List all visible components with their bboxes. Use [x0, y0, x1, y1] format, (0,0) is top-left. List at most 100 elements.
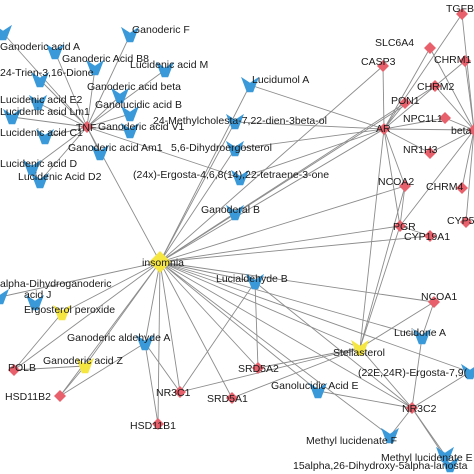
edge-ncoa2-insomnia [159, 185, 406, 263]
label-chrm2: CHRM2 [417, 81, 454, 93]
node-nr3c2[interactable] [406, 402, 418, 414]
edge-lac1-tnf [44, 126, 88, 138]
node-gav1[interactable] [121, 122, 139, 139]
edge-lucidumol-ar [249, 84, 385, 130]
node-srd5a1[interactable] [226, 392, 238, 404]
node-stellasterol[interactable] [351, 339, 369, 356]
node-lalm1[interactable] [3, 108, 21, 125]
edge-stellasterol-ncoa1 [359, 301, 435, 349]
label-pgr: PGR [393, 221, 416, 233]
node-lucialdehyde[interactable] [246, 273, 264, 290]
node-tnf[interactable] [81, 121, 93, 133]
node-glab[interactable] [121, 105, 139, 122]
node-ergoperox[interactable] [53, 304, 71, 321]
node-gald[interactable] [136, 334, 154, 351]
node-insomnia[interactable] [149, 251, 171, 273]
node-methyl24[interactable] [226, 113, 244, 130]
node-nr1h3[interactable] [424, 147, 436, 159]
node-casp3[interactable] [377, 60, 389, 72]
edge-ar-beta [383, 128, 474, 131]
node-polb[interactable] [8, 364, 20, 376]
node-chrm4[interactable] [456, 182, 468, 194]
node-gabeta[interactable] [111, 87, 129, 104]
node-beta[interactable] [468, 124, 474, 136]
node-chrm1[interactable] [459, 55, 471, 67]
node-ncoa2[interactable] [399, 180, 411, 192]
edge-pgr-beta [399, 129, 474, 227]
node-srd5a2[interactable] [252, 362, 264, 374]
node-tgfb[interactable] [456, 8, 468, 20]
edge-glab-tnf [86, 113, 131, 128]
edge-pgr-insomnia [159, 225, 401, 263]
label-dihydro: 5,6-Dihydroergosterol [171, 142, 272, 154]
node-mle[interactable] [436, 446, 454, 463]
edge-gald-hsd11b1 [144, 342, 159, 425]
label-srd5a2: SRD5A2 [238, 363, 279, 375]
edge-lae2-tnf [37, 102, 88, 128]
label-chrm1: CHRM1 [434, 54, 471, 66]
node-alphadihydro[interactable] [0, 288, 9, 305]
edge-lalm1-tnf [11, 116, 88, 128]
node-hsd11b2[interactable] [54, 390, 66, 402]
node-ncoa1[interactable] [428, 296, 440, 308]
edge-gav1-tnf [86, 126, 131, 132]
label-methyl24: 24-Methylcholesta-7,22-dien-3beta-ol [153, 115, 327, 127]
node-lac1[interactable] [36, 128, 54, 145]
node-gaam1[interactable] [91, 144, 109, 161]
node-hsd11b1[interactable] [152, 418, 164, 430]
node-cyp19a1[interactable] [424, 230, 436, 242]
edge-trien-tnf [39, 79, 88, 128]
label-trien: 24-Trien-3,16-Dione [0, 67, 94, 79]
node-lucidonea[interactable] [413, 328, 431, 345]
edge-ar-tgfb [383, 13, 463, 130]
node-dihydro[interactable] [226, 140, 244, 157]
edge-cyp5-beta [465, 129, 474, 223]
node-acidj[interactable] [26, 294, 44, 311]
edge-gab8-tnf [86, 67, 96, 128]
edge-ar-insomnia [159, 128, 385, 263]
node-pgr[interactable] [394, 220, 406, 232]
node-glae[interactable] [309, 382, 327, 399]
node-slc6a4[interactable] [424, 42, 436, 54]
node-ganoderalb[interactable] [226, 204, 244, 221]
edge-nr3c2-insomnia [159, 261, 413, 409]
edge-ar-chrm1 [383, 60, 466, 130]
label-lucidonea: Lucidone A [394, 327, 446, 339]
node-chrm2[interactable] [429, 80, 441, 92]
node-gda[interactable] [46, 43, 64, 60]
node-npc1l1[interactable] [439, 112, 451, 124]
node-nr3c1[interactable] [174, 386, 186, 398]
node-mlf[interactable] [381, 427, 399, 444]
label-gabeta: Ganoderic acid beta [87, 81, 181, 93]
node-gaf[interactable] [121, 26, 139, 43]
node-gab8[interactable] [86, 59, 104, 76]
node-lam[interactable] [156, 61, 174, 78]
edge-chrm4-beta [461, 129, 474, 189]
label-lae2: Lucidenic acid E2 [0, 94, 82, 106]
node-cyp5[interactable] [460, 216, 472, 228]
label-mlf: Methyl lucidenate F [306, 435, 397, 447]
edge-lucialdehyde-nr3c1 [179, 281, 256, 393]
node-pon1[interactable] [399, 97, 411, 109]
edge-lucidumol-insomnia [159, 84, 251, 263]
edge-tgfb-beta [461, 13, 474, 131]
node-lad2[interactable] [31, 172, 49, 189]
node-gaz[interactable] [76, 357, 94, 374]
label-gaf: Ganoderic F [132, 24, 190, 36]
label-lad2: Lucidenic Acid D2 [18, 171, 102, 183]
node-ar[interactable] [378, 123, 390, 135]
node-lae2[interactable] [29, 94, 47, 111]
node-alpha26[interactable] [441, 456, 459, 473]
node-trien[interactable] [31, 71, 49, 88]
label-gaz: Ganoderic acid Z [43, 355, 124, 367]
node-w1[interactable] [0, 24, 12, 41]
node-lucidumol[interactable] [241, 76, 259, 93]
node-lad[interactable] [23, 159, 41, 176]
edge-hsd11b2-insomnia [59, 261, 161, 397]
node-ergosta[interactable] [231, 169, 249, 186]
node-ergosta2[interactable] [461, 363, 474, 380]
edge-gald-insomnia [144, 261, 161, 344]
label-tgfb: TGFB [446, 3, 474, 15]
label-gav1: Ganoderic acid V1 [98, 121, 185, 133]
